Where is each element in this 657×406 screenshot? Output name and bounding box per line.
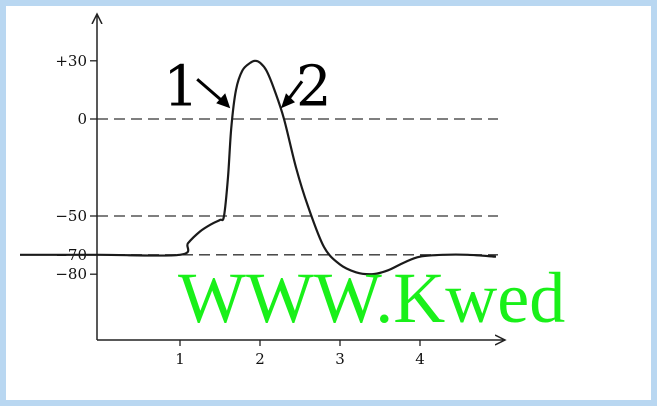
y-tick-label: +30 (55, 52, 87, 70)
y-tick-label: −50 (55, 207, 87, 225)
watermark-text: WWW.Kwed (178, 258, 565, 338)
series-layer (19, 59, 497, 276)
x-tick-label: 2 (255, 350, 265, 368)
y-tick-label: 0 (77, 110, 87, 128)
y-tick-label: −80 (55, 265, 87, 283)
axes (97, 14, 505, 340)
action-potential-line (19, 59, 497, 276)
annotation-arrowhead-1 (216, 93, 231, 109)
x-tick-label: 1 (175, 350, 185, 368)
annotation-arrowhead-2 (281, 93, 295, 109)
annotation-label-2: 2 (296, 54, 332, 119)
reference-lines (97, 118, 498, 256)
annotation-label-1: 1 (163, 54, 199, 119)
x-tick-label: 3 (335, 350, 345, 368)
x-tick-label: 4 (415, 350, 425, 368)
